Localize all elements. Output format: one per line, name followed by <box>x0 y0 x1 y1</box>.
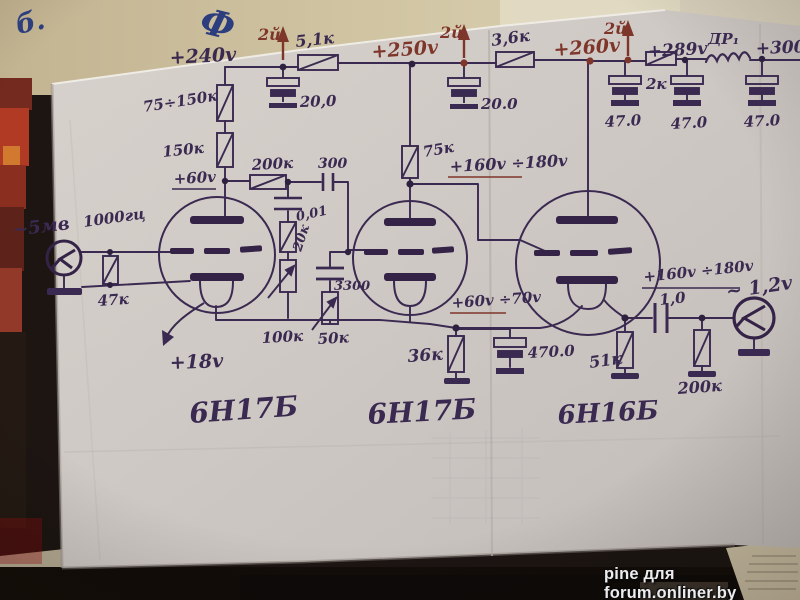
label-v260: +260v <box>553 34 622 61</box>
label-tube2: 6Н17Б <box>367 392 477 431</box>
output-jack <box>732 296 776 340</box>
label-v300: +300 <box>755 37 800 59</box>
resistor-51k <box>616 331 634 369</box>
potentiometer-20k-chain <box>267 259 297 299</box>
tube-3-6n16b <box>515 190 661 336</box>
label-v250: +250v <box>371 36 440 63</box>
label-tap3: 2й <box>603 19 627 38</box>
label-c300: 300 <box>318 156 347 172</box>
resistor-75-150k <box>216 84 234 122</box>
label-c3300: 3300 <box>334 279 370 294</box>
label-r150k: 150к <box>162 139 206 161</box>
label-v60: +60v <box>173 168 216 188</box>
label-c20-1: 20,0 <box>299 92 338 111</box>
cap-300 <box>321 173 335 191</box>
label-c47-c: 47.0 <box>743 111 781 131</box>
junction-dots <box>107 55 766 332</box>
label-r50k: 50к <box>317 328 350 348</box>
input-generator <box>45 239 83 277</box>
label-r75k: 75к <box>422 138 457 161</box>
cap-1-0-output <box>653 303 669 333</box>
label-tube3: 6Н16Б <box>557 396 659 431</box>
cap-47-0-a <box>608 61 642 106</box>
label-tap2: 2й <box>439 23 463 42</box>
tube-2-6n17b <box>352 200 468 316</box>
tube-1-6n17b <box>158 196 276 314</box>
label-r200k: 200к <box>250 154 294 174</box>
cap-3300 <box>316 266 344 281</box>
watermark: pine для forum.onliner.by <box>604 565 737 600</box>
junction-dots-red <box>460 56 632 67</box>
label-c47-a: 47.0 <box>604 111 642 131</box>
resistor-36k <box>447 335 465 373</box>
label-c47-b: 47.0 <box>670 113 708 133</box>
resistor-75k <box>401 145 419 179</box>
label-r5k1: 5,1к <box>294 28 335 51</box>
resistor-2k <box>645 51 677 66</box>
label-c20-2: 20.0 <box>480 95 518 113</box>
label-v240: +240v <box>169 43 238 69</box>
cap-0-01 <box>274 196 302 211</box>
label-r47k: 47к <box>97 290 130 310</box>
resistor-20k <box>279 221 297 253</box>
io-symbols <box>45 239 776 340</box>
label-v18: +18v <box>169 350 224 374</box>
resistor-3k6 <box>495 51 535 68</box>
cap-20-0-first <box>266 67 300 108</box>
resistor-5k1 <box>297 54 339 71</box>
label-c0-01: 0,01 <box>295 204 329 225</box>
vacuum-tubes <box>158 190 661 336</box>
label-r200k-out: 200к <box>676 376 723 398</box>
cap-47-0-b <box>670 60 704 106</box>
label-c470: 470.0 <box>527 342 575 362</box>
cap-20-0-second <box>447 63 481 109</box>
label-choke: ДР₁ <box>707 30 739 48</box>
tap-arrows <box>277 20 634 60</box>
potentiometer-50k <box>311 291 339 331</box>
label-r51k: 51к <box>588 349 624 372</box>
ground-symbols <box>47 288 770 384</box>
label-c1-0: 1,0 <box>659 288 687 309</box>
label-r2k: 2к <box>645 75 667 93</box>
label-underlines <box>172 176 740 314</box>
resistor-150k <box>216 132 234 168</box>
label-tube1: 6Н17Б <box>188 389 299 430</box>
circuit-components <box>47 20 779 384</box>
pen-scribble-left: б. <box>13 5 48 41</box>
cap-470-0 <box>493 337 527 374</box>
label-r36k: 36к <box>407 345 444 367</box>
label-v289: +289v <box>647 39 709 62</box>
resistor-200k-out <box>693 329 711 367</box>
label-tap1: 2й <box>257 25 281 44</box>
label-r100k: 100к <box>261 327 304 347</box>
